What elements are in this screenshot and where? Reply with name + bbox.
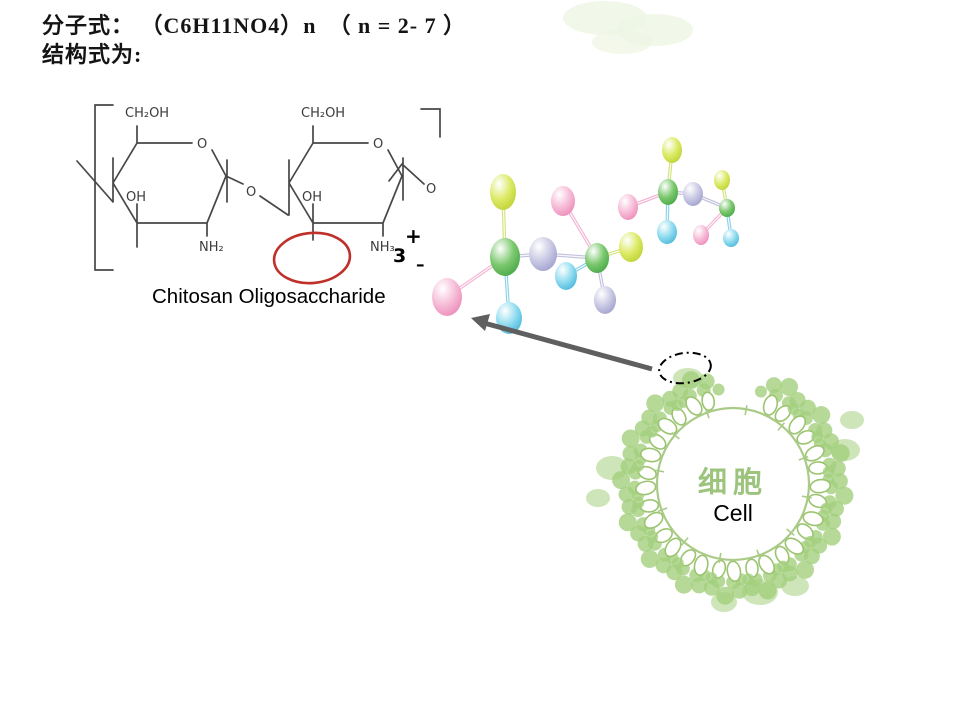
ring-oxygen-left-label: O (197, 137, 207, 152)
cell-label-english: Cell (713, 500, 753, 526)
cell-membrane-circle (655, 406, 811, 562)
chitosan-oligosaccharide-caption: Chitosan Oligosaccharide (152, 285, 386, 308)
nh2-label: NH₂ (199, 240, 224, 255)
sugar-ring-left (76, 125, 289, 248)
structural-formula-heading: 结构式为: (42, 42, 143, 67)
pointer-arrow (471, 314, 653, 372)
ch2oh-left-label: CH₂OH (125, 106, 169, 121)
ring-oxygen-right-label: O (373, 137, 383, 152)
chemical-structure-diagram: CH₂OH CH₂OH O O O O OH OH NH₂ NH₃ + 3 – (76, 104, 441, 285)
faint-watermark-blob (563, 1, 693, 54)
minus-charge-label: – (416, 255, 425, 275)
oh-left-label: OH (126, 190, 146, 205)
sugar-ring-right (288, 125, 425, 241)
cell-membrane-ticks (654, 405, 812, 563)
dashed-selection-ellipse (658, 351, 712, 385)
cell-illustration (586, 368, 864, 612)
molecular-formula-text: 分子式： （C6H11NO4）n （ n = 2- 7 ） (42, 13, 467, 38)
molecule-3d-model (432, 137, 739, 334)
cell-label-chinese: 细胞 (697, 465, 768, 499)
polymer-brackets (94, 104, 441, 271)
red-highlight-ellipse (272, 231, 352, 285)
ch2oh-right-label: CH₂OH (301, 106, 345, 121)
oh-right-label: OH (302, 190, 322, 205)
three-subscript-label: 3 (393, 245, 406, 267)
bridge-oxygen-label: O (246, 185, 256, 200)
nh3-label: NH₃ (370, 240, 395, 255)
chain-oxygen-label: O (426, 182, 436, 197)
plus-charge-label: + (405, 224, 422, 248)
